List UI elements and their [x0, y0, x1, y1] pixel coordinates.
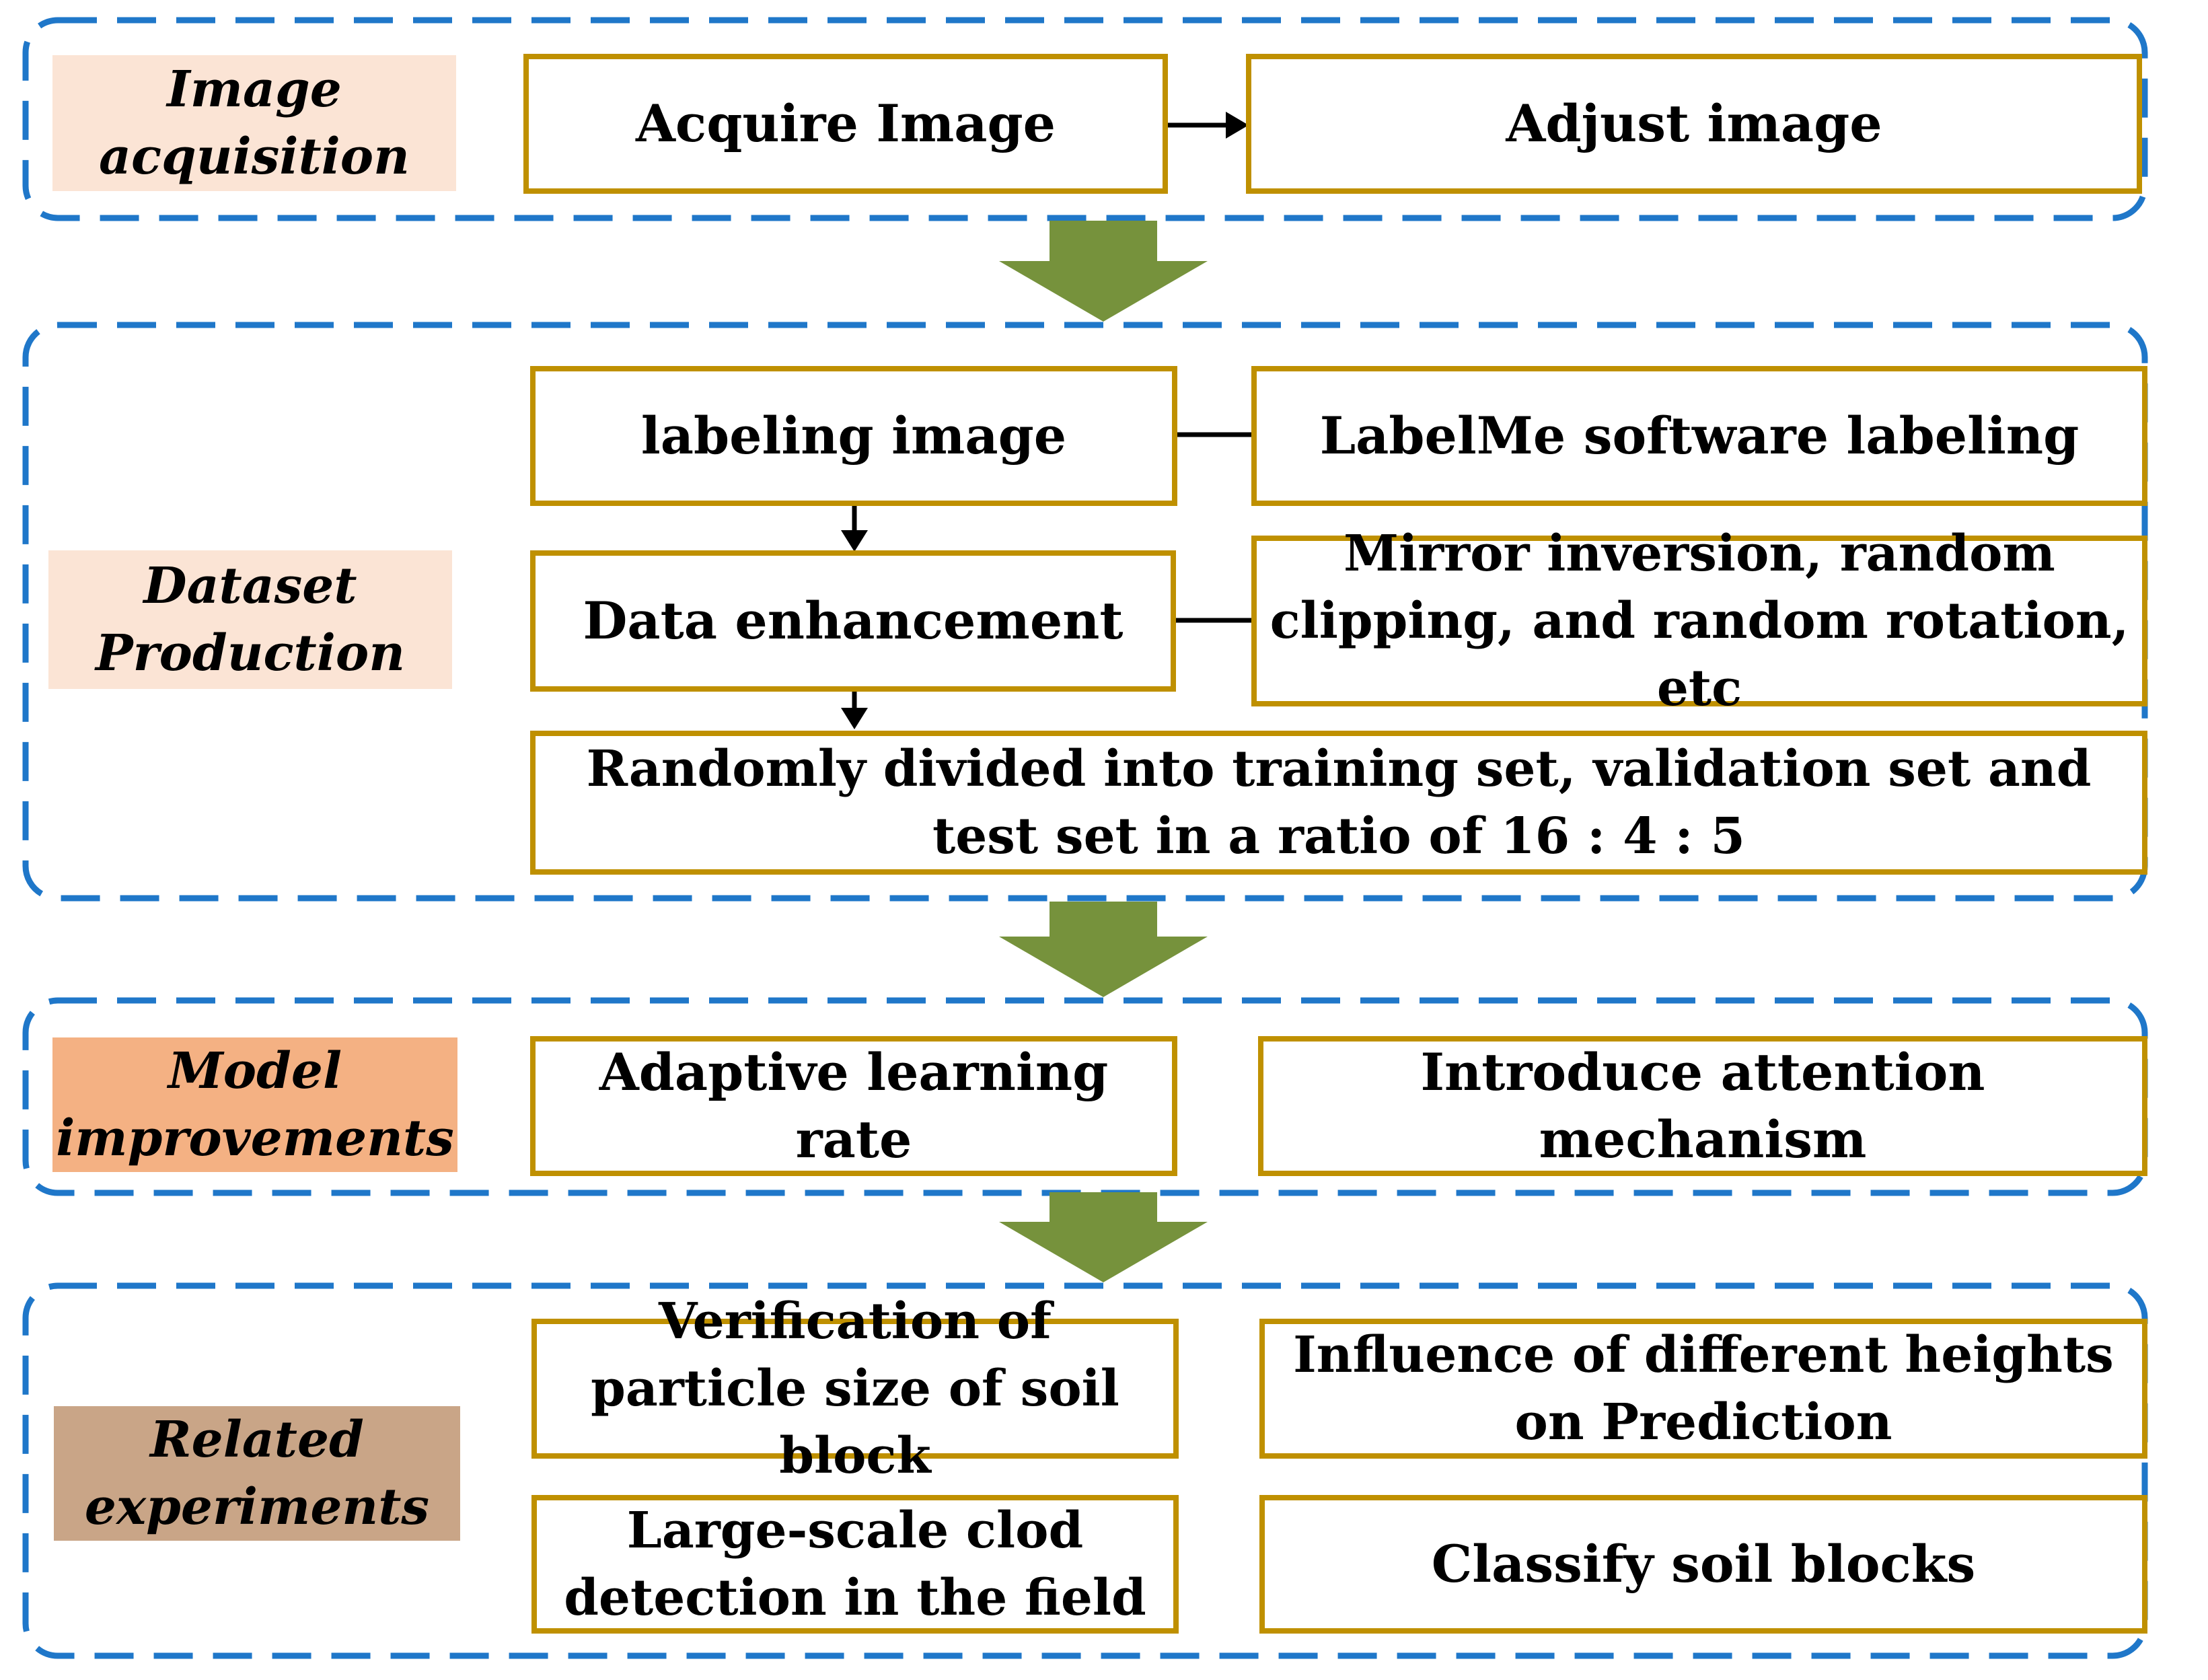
arrowhead-enhancement-to-split — [841, 708, 868, 729]
section-frame-image-acquisition — [22, 17, 2148, 221]
step-labeling-image: labeling image — [530, 366, 1177, 506]
step-particle-size-verification: Verification of particle size of soil bl… — [531, 1292, 1179, 1485]
step-acquire-image: Acquire Image — [523, 54, 1168, 194]
section-frame-related-experiments — [22, 1282, 2148, 1659]
step-large-scale-detection: Large-scale clod detection in the field — [531, 1495, 1179, 1634]
step-height-influence: Influence of different heights on Predic… — [1259, 1319, 2147, 1459]
section-frame-dataset-production — [22, 322, 2148, 902]
step-adjust-image: Adjust image — [1246, 54, 2142, 194]
flow-arrow-1 — [999, 221, 1208, 322]
section-label-model-improvements: Model improvements — [52, 1037, 457, 1172]
step-random-split: Randomly divided into training set, vali… — [530, 731, 2147, 875]
flow-arrow-2 — [999, 902, 1208, 997]
step-enhancement-methods: Mirror inversion, random clipping, and r… — [1251, 525, 2147, 717]
step-data-enhancement: Data enhancement — [530, 550, 1176, 692]
arrowhead-acquire-to-adjust — [1226, 112, 1249, 139]
section-label-related-experiments: Related experiments — [54, 1406, 460, 1541]
section-label-image-acquisition: Image acquisition — [52, 55, 456, 191]
step-classify-soil-blocks: Classify soil blocks — [1259, 1495, 2147, 1634]
step-attention-mechanism: Introduce attention mechanism — [1258, 1036, 2147, 1176]
section-label-dataset-production: Dataset Production — [48, 550, 452, 689]
arrowhead-labeling-to-enhancement — [841, 530, 868, 552]
flow-arrow-3 — [999, 1192, 1208, 1282]
step-adaptive-learning-rate: Adaptive learning rate — [530, 1036, 1177, 1176]
step-labelme-labeling: LabelMe software labeling — [1251, 366, 2147, 506]
